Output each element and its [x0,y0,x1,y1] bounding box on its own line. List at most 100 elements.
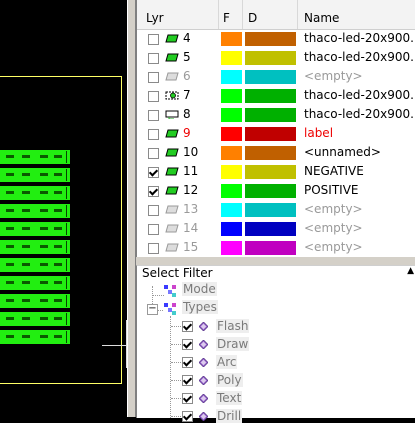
type-filter-checkbox[interactable] [182,393,193,404]
tree-item-drill[interactable]: Drill [216,409,243,423]
layer-visibility-checkbox[interactable] [148,110,159,121]
pcb-notch [6,281,14,284]
layer-visibility-checkbox[interactable] [148,224,159,235]
tree-item-types[interactable]: Types [182,300,218,314]
draw-color-swatch[interactable] [245,222,296,236]
pcb-edge [66,205,67,217]
scroll-up-arrow-icon[interactable]: ▲ [407,266,414,276]
collapse-toggle-icon[interactable]: − [147,303,158,315]
flash-color-swatch[interactable] [221,165,242,179]
layer-row[interactable]: 10<unnamed> [137,144,415,163]
column-header-lyr[interactable]: Lyr [137,0,219,29]
draw-color-swatch[interactable] [245,51,296,65]
column-header-d[interactable]: D [243,0,298,29]
layer-row[interactable]: 6<empty> [137,68,415,87]
flash-color-swatch[interactable] [221,184,242,198]
tree-item-flash[interactable]: Flash [216,319,250,333]
pcb-edge [66,259,67,271]
pcb-notch [22,335,30,338]
layer-name[interactable]: POSITIVE [304,183,359,197]
type-filter-checkbox[interactable] [182,321,193,332]
layer-solid-icon [165,34,179,43]
layer-visibility-checkbox[interactable] [148,167,159,178]
layer-row[interactable]: 13<empty> [137,201,415,220]
layer-name[interactable]: <empty> [304,221,363,235]
tree-item-draw[interactable]: Draw [216,337,250,351]
layer-name[interactable]: thaco-led-20x900... [304,88,415,102]
draw-color-swatch[interactable] [245,32,296,46]
type-filter-checkbox[interactable] [182,357,193,368]
layer-name[interactable]: <empty> [304,240,363,254]
column-header-f[interactable]: F [219,0,243,29]
flash-color-swatch[interactable] [221,108,242,122]
layer-visibility-checkbox[interactable] [148,91,159,102]
pcb-trace-row [0,222,70,236]
tree-item-arc[interactable]: Arc [216,355,238,369]
layer-visibility-checkbox[interactable] [148,148,159,159]
layer-name[interactable]: <empty> [304,202,363,216]
draw-color-swatch[interactable] [245,108,296,122]
draw-color-swatch[interactable] [245,165,296,179]
layer-row[interactable]: 14<empty> [137,220,415,239]
layer-visibility-checkbox[interactable] [148,129,159,140]
pcb-notch [40,299,48,302]
draw-color-swatch[interactable] [245,184,296,198]
pcb-trace-row [0,330,70,344]
flash-color-swatch[interactable] [221,32,242,46]
pcb-notch [22,245,30,248]
flash-color-swatch[interactable] [221,51,242,65]
layer-name[interactable]: <unnamed> [304,145,381,159]
layer-visibility-checkbox[interactable] [148,72,159,83]
board-outline [0,76,122,384]
layer-number: 9 [183,126,191,140]
draw-color-swatch[interactable] [245,70,296,84]
flash-color-swatch[interactable] [221,127,242,141]
layer-row[interactable]: 15<empty> [137,239,415,257]
tree-item-poly[interactable]: Poly [216,373,243,387]
layer-solid-icon [165,53,179,62]
tree-connector [171,344,181,345]
tree-item-mode[interactable]: Mode [182,282,217,296]
layer-visibility-checkbox[interactable] [148,53,159,64]
panel-splitter[interactable] [127,0,136,417]
layer-visibility-checkbox[interactable] [148,243,159,254]
tree-connector [152,295,164,296]
draw-color-swatch[interactable] [245,127,296,141]
pcb-canvas[interactable] [0,0,127,417]
layer-name[interactable]: <empty> [304,69,363,83]
type-filter-checkbox[interactable] [182,339,193,350]
column-header-name[interactable]: Name [304,11,340,25]
layer-name[interactable]: thaco-led-20x900... [304,107,415,121]
flash-color-swatch[interactable] [221,70,242,84]
layer-name[interactable]: thaco-led-20x900... [304,31,415,45]
layer-visibility-checkbox[interactable] [148,205,159,216]
flash-color-swatch[interactable] [221,89,242,103]
flash-color-swatch[interactable] [221,222,242,236]
layer-name[interactable]: thaco-led-20x900... [304,50,415,64]
layer-row[interactable]: 9 label [137,125,415,144]
draw-color-swatch[interactable] [245,203,296,217]
layer-name[interactable]: label [304,126,334,140]
tree-connector [170,316,171,418]
pcb-notch [40,227,48,230]
draw-color-swatch[interactable] [245,241,296,255]
type-filter-checkbox[interactable] [182,375,193,386]
panel-splitter-horizontal[interactable] [136,257,415,265]
flash-color-swatch[interactable] [221,146,242,160]
layer-visibility-checkbox[interactable] [148,186,159,197]
flash-color-swatch[interactable] [221,203,242,217]
pcb-notch [40,281,48,284]
layer-name[interactable]: NEGATIVE [304,164,364,178]
draw-color-swatch[interactable] [245,89,296,103]
draw-color-swatch[interactable] [245,146,296,160]
pcb-trace-row [0,150,70,164]
layer-visibility-checkbox[interactable] [148,34,159,45]
tree-item-text[interactable]: Text [216,391,243,405]
flash-color-swatch[interactable] [221,241,242,255]
